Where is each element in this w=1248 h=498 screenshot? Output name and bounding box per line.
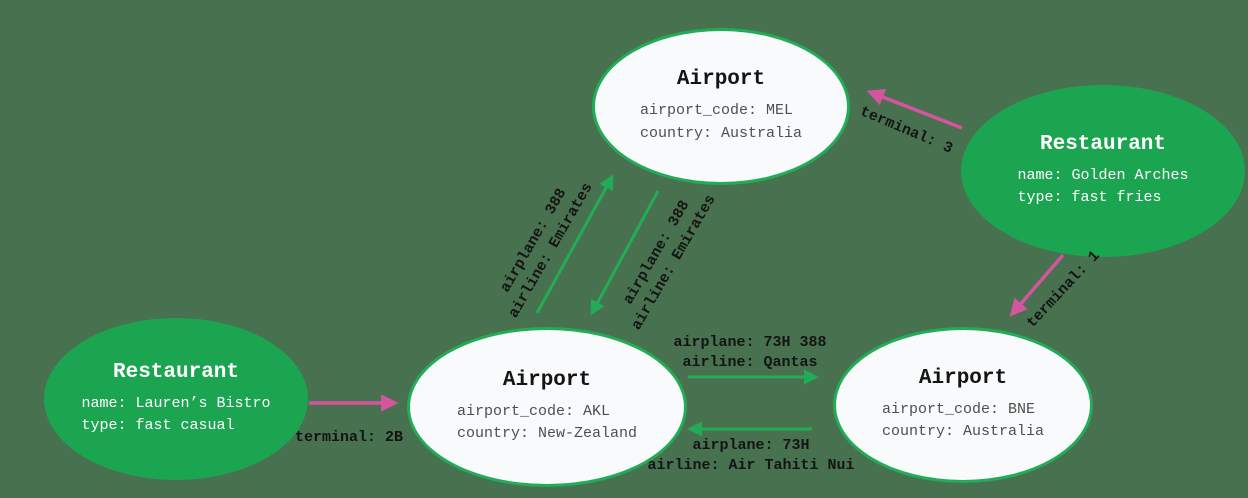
- edge-label-airplane: airplane: 73H 388: [673, 333, 827, 351]
- node-attr-country: country: Australia: [639, 124, 803, 142]
- node-attr-airport-code: airport_code: AKL: [456, 402, 611, 420]
- edge-label-bne-to-akl-flight: airplane: 73H airline: Air Tahiti Nui: [647, 436, 854, 477]
- node-attr-country: country: Australia: [881, 423, 1045, 440]
- edge-mel-to-akl-flight: [590, 190, 660, 316]
- node-attr-type: type: fast fries: [1017, 189, 1162, 206]
- edge-label-airline: airline: Qantas: [682, 354, 818, 371]
- node-attributes: name: Lauren’s Bistro type: fast casual: [81, 393, 270, 438]
- node-attributes: airport_code: BNE country: Australia: [882, 399, 1044, 444]
- edge-label-airline: airline: Air Tahiti Nui: [647, 457, 855, 474]
- node-title: Restaurant: [1039, 132, 1167, 156]
- edge-label-terminal-2b: terminal: 2B: [295, 428, 403, 448]
- node-restaurant-laurens-bistro: Restaurant name: Lauren’s Bistro type: f…: [44, 318, 308, 480]
- edge-golden-arches-to-mel: [866, 88, 963, 130]
- node-attr-airport-code: airport_code: BNE: [881, 400, 1036, 418]
- node-title: Airport: [918, 366, 1008, 390]
- node-title: Airport: [502, 368, 592, 392]
- node-title: Restaurant: [112, 360, 240, 384]
- node-attributes: name: Golden Arches type: fast fries: [1017, 165, 1188, 210]
- node-airport-akl: Airport airport_code: AKL country: New-Z…: [407, 327, 687, 487]
- node-restaurant-golden-arches: Restaurant name: Golden Arches type: fas…: [961, 85, 1245, 257]
- node-attr-name: name: Golden Arches: [1017, 166, 1189, 184]
- node-attr-airport-code: airport_code: MEL: [639, 102, 794, 119]
- node-attributes: airport_code: MEL country: Australia: [640, 100, 802, 145]
- node-attr-name: name: Lauren’s Bistro: [81, 394, 271, 412]
- edge-akl-to-mel-flight: [535, 174, 614, 314]
- edge-label-terminal: terminal: 2B: [294, 428, 404, 446]
- node-attributes: airport_code: AKL country: New-Zealand: [457, 401, 637, 446]
- node-attr-type: type: fast casual: [81, 417, 235, 434]
- node-attr-country: country: New-Zealand: [456, 425, 638, 442]
- edge-label-airplane: airplane: 73H: [692, 436, 810, 454]
- edge-label-akl-to-bne-flight: airplane: 73H 388 airline: Qantas: [673, 333, 826, 374]
- node-airport-bne: Airport airport_code: BNE country: Austr…: [833, 327, 1093, 483]
- edge-golden-arches-to-bne: [1009, 253, 1065, 317]
- node-airport-mel: Airport airport_code: MEL country: Austr…: [592, 28, 850, 185]
- node-title: Airport: [676, 68, 766, 91]
